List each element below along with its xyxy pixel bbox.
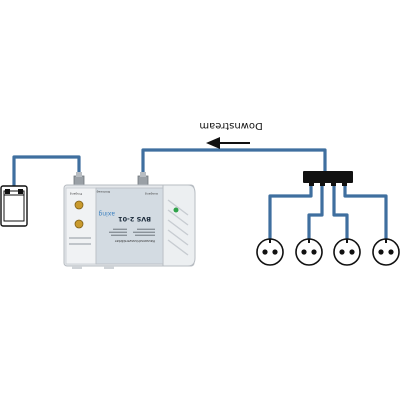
cable-amplifier-to-splitter bbox=[141, 148, 327, 185]
cable-splitter-to-outlet-3 bbox=[332, 181, 349, 242]
cable-splitter-to-outlet-4 bbox=[343, 181, 388, 242]
downstream-label: Downstream bbox=[199, 120, 262, 131]
return-path-caption: Rückweg bbox=[96, 190, 110, 194]
wall-socket-icon bbox=[0, 185, 28, 227]
cable-splitter-to-outlet-1 bbox=[268, 181, 313, 242]
arrow-left-icon bbox=[206, 137, 220, 149]
cables bbox=[12, 148, 388, 242]
splitter-icon bbox=[303, 171, 353, 186]
slope-trimmer bbox=[74, 219, 84, 229]
outlets bbox=[256, 238, 400, 266]
antenna-outlet-icon bbox=[256, 238, 284, 266]
device-label: BVS 2-01 axing Hausanschlussverstärker bbox=[98, 210, 155, 243]
antenna-outlet-icon bbox=[333, 238, 361, 266]
cable-splitter-to-outlet-2 bbox=[307, 181, 324, 242]
amplifier-device-icon: BVS 2-01 axing Hausanschlussverstärker A… bbox=[63, 172, 196, 269]
antenna-outlet-icon bbox=[372, 238, 400, 266]
antenna-outlet-icon bbox=[295, 238, 323, 266]
model-label: BVS 2-01 bbox=[118, 215, 151, 223]
gain-trimmer bbox=[74, 200, 84, 210]
port-out-caption: Ausgang bbox=[145, 192, 158, 196]
port-in-caption: Eingang bbox=[70, 192, 82, 196]
brand-label: axing bbox=[98, 210, 115, 217]
product-label: Hausanschlussverstärker bbox=[114, 239, 155, 243]
power-led bbox=[173, 207, 179, 213]
cable-socket-to-amplifier bbox=[12, 155, 81, 190]
downstream-indicator: Downstream bbox=[199, 120, 263, 149]
